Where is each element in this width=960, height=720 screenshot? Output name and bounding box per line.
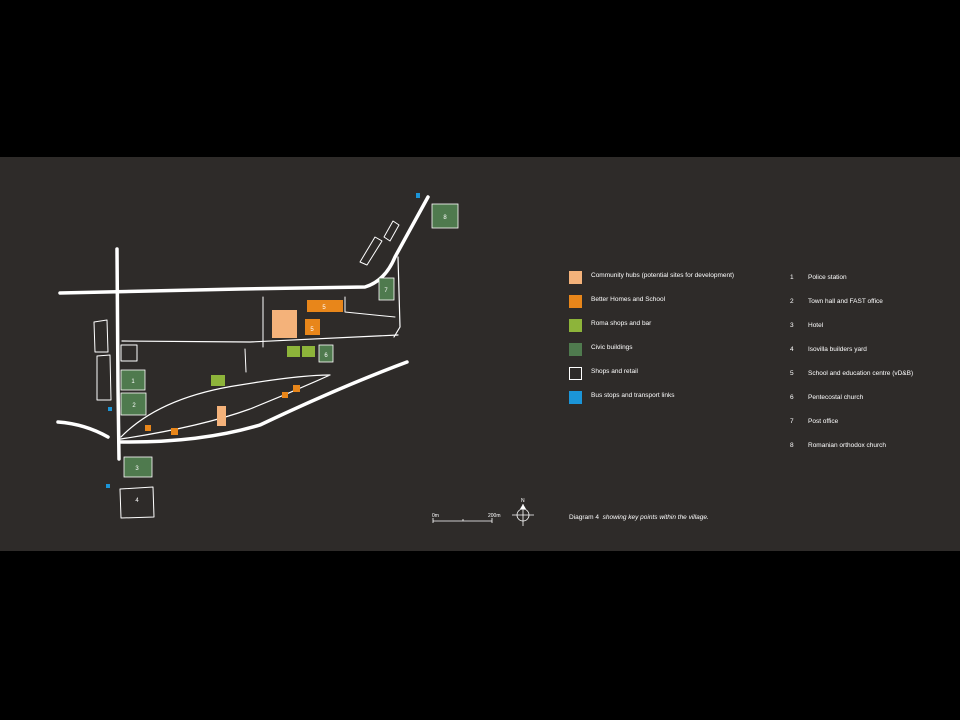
caption-prefix: Diagram 4 <box>569 514 599 521</box>
lower-curved-road <box>119 360 409 444</box>
map-label-8: 8 <box>443 215 447 221</box>
legend-label: Roma shops and bar <box>591 320 652 327</box>
bus-stop-west <box>108 407 112 411</box>
key-number: 8 <box>790 442 794 449</box>
better-homes-building-north <box>307 300 343 312</box>
key-number: 2 <box>790 298 794 305</box>
key-label: School and education centre (vD&B) <box>808 370 914 377</box>
village-map: 1 2 3 4 5 6 7 8 5 0m 200m N <box>56 193 534 526</box>
civic-building-4 <box>378 277 395 301</box>
diagram-caption: Diagram 4 showing key points within the … <box>569 514 709 521</box>
community-hub-large <box>272 310 297 338</box>
map-number-labels: 1 2 3 4 5 6 7 8 5 <box>131 215 447 504</box>
north-arrow <box>512 504 534 526</box>
east-street <box>393 256 401 338</box>
key-label: Police station <box>808 274 847 281</box>
inner-loop-road <box>120 374 331 440</box>
key-number: 3 <box>790 322 794 329</box>
civic-building-6 <box>318 344 334 363</box>
bus-stop-south <box>106 484 110 488</box>
cross-street <box>121 334 399 343</box>
lane-west <box>244 348 247 373</box>
key-label: Hotel <box>808 322 824 329</box>
left-branch-road <box>56 420 110 439</box>
caption-text: showing key points within the village. <box>602 514 709 521</box>
key-label: Pentecostal church <box>808 394 864 401</box>
plot-outline-west <box>93 319 109 353</box>
legend-label: Community hubs (potential sites for deve… <box>591 272 735 279</box>
better-homes-building-5 <box>305 319 320 335</box>
civic-building-2 <box>120 392 147 416</box>
key-number: 1 <box>790 274 794 281</box>
scale-end: 200m <box>488 513 501 519</box>
community-hub-small <box>217 406 226 426</box>
scale-start: 0m <box>432 513 439 519</box>
legend-label: Shops and retail <box>591 368 638 375</box>
better-homes-small-3 <box>145 425 151 431</box>
plot-outline-center <box>120 344 138 362</box>
scale-bar <box>432 518 493 523</box>
roma-shop-1 <box>287 346 300 357</box>
map-label-9: 5 <box>322 305 326 311</box>
main-road-horizontal <box>58 195 430 295</box>
legend-label: Bus stops and transport links <box>591 392 675 399</box>
map-label-6: 6 <box>324 353 328 359</box>
better-homes-small-1 <box>293 385 300 392</box>
plot-outline-west-2 <box>96 354 112 401</box>
civic-building-1 <box>120 369 146 391</box>
better-homes-small-2 <box>282 392 288 398</box>
north-label: N <box>521 498 525 504</box>
key-label: Town hall and FAST office <box>808 298 883 305</box>
legend-swatch <box>569 391 582 404</box>
roma-shop-2 <box>302 346 315 357</box>
key-label: Romanian orthodox church <box>808 442 887 449</box>
plot-outline-north <box>262 296 396 348</box>
plot-outline-ne-2 <box>383 220 400 242</box>
plot-outline-south <box>119 486 155 519</box>
roads <box>56 195 430 519</box>
legend-swatch <box>569 271 582 284</box>
key-number: 4 <box>790 346 794 353</box>
better-homes-small-4 <box>171 428 178 435</box>
key-label: Post office <box>808 418 839 425</box>
roma-shop-3 <box>211 375 225 386</box>
plot-outline-ne-1 <box>359 236 383 266</box>
buildings <box>106 193 459 488</box>
map-label-2: 2 <box>132 403 136 409</box>
legend-swatch <box>569 367 582 380</box>
map-label-3: 3 <box>135 466 139 472</box>
civic-building-3 <box>123 456 153 478</box>
key-number: 5 <box>790 370 794 377</box>
map-label-5: 5 <box>310 327 314 333</box>
bus-stop-north <box>416 193 420 198</box>
legend-swatch <box>569 319 582 332</box>
key-number: 7 <box>790 418 794 425</box>
main-road-vertical <box>115 247 121 461</box>
legend-swatch <box>569 343 582 356</box>
legend-label: Civic buildings <box>591 344 633 351</box>
legend-swatch <box>569 295 582 308</box>
civic-building-8 <box>431 203 459 229</box>
key-number: 6 <box>790 394 794 401</box>
map-label-1: 1 <box>131 379 135 385</box>
map-label-7: 7 <box>384 288 388 294</box>
map-label-4: 4 <box>135 498 139 504</box>
map-panel: 1 2 3 4 5 6 7 8 5 0m 200m N Community hu… <box>0 157 960 551</box>
key-label: Isovilla builders yard <box>808 346 867 353</box>
legend-label: Better Homes and School <box>591 296 666 303</box>
